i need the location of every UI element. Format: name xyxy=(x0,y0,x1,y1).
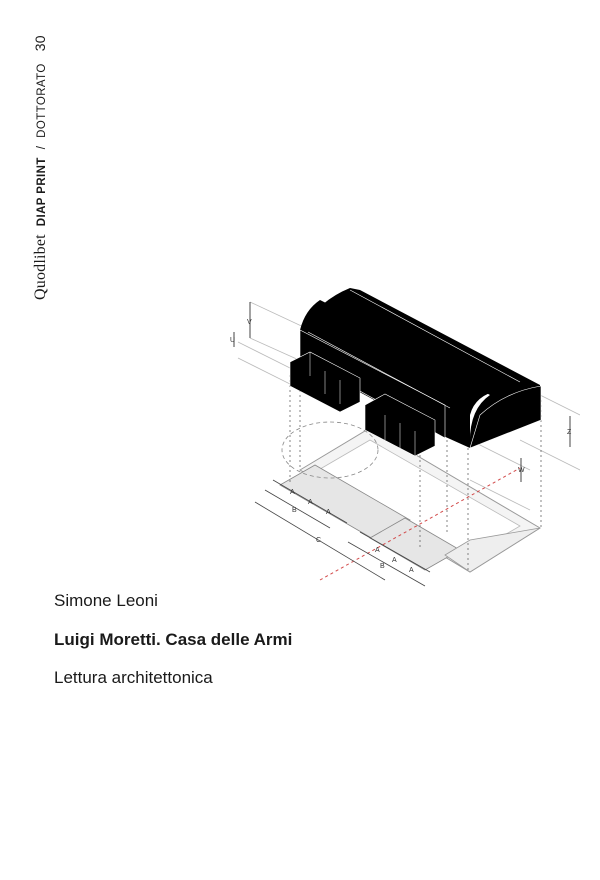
axonometric-drawing: V U Z W xyxy=(220,280,581,600)
label-a: A xyxy=(290,489,295,496)
label-b: B xyxy=(292,507,297,514)
label-b: B xyxy=(380,563,385,570)
series-name: DIAP PRINT xyxy=(36,157,48,227)
subseries-name: DOTTORATO xyxy=(36,63,48,138)
spine-text: Quodlibet DIAP PRINT / DOTTORATO 30 xyxy=(32,35,50,300)
building-mass xyxy=(289,288,542,457)
series-separator: / xyxy=(36,145,48,150)
author-name: Simone Leoni xyxy=(54,591,158,610)
label-z: Z xyxy=(567,429,572,436)
base-plan xyxy=(279,427,541,573)
book-title: Luigi Moretti. Casa delle Armi xyxy=(54,630,293,649)
publisher-name: Quodlibet xyxy=(32,234,49,300)
label-u: U xyxy=(230,337,235,344)
series-number: 30 xyxy=(32,35,48,52)
dimension-markers xyxy=(233,302,571,482)
label-a: A xyxy=(308,499,313,506)
label-c: C xyxy=(316,537,321,544)
label-a: A xyxy=(409,567,414,574)
label-v: V xyxy=(247,319,252,326)
label-a: A xyxy=(326,509,331,516)
label-w: W xyxy=(518,467,525,474)
label-a: A xyxy=(392,557,397,564)
book-subtitle: Lettura architettonica xyxy=(54,668,213,687)
label-a: A xyxy=(375,547,380,554)
